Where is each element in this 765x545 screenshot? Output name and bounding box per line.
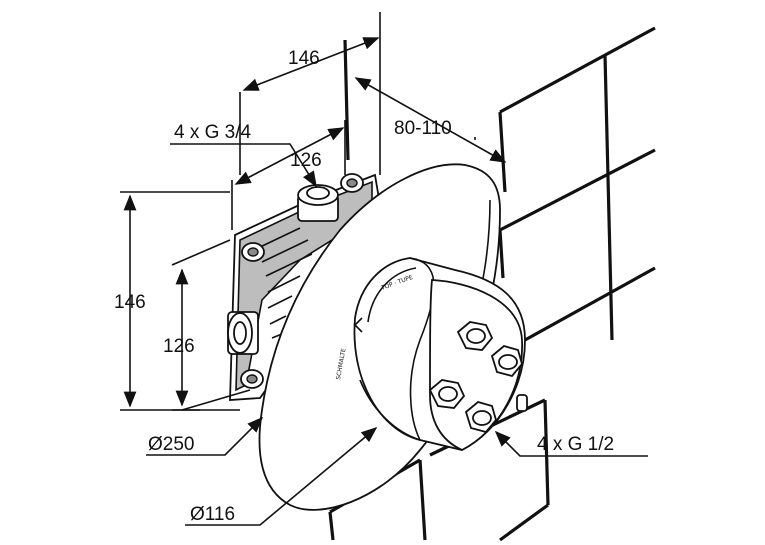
dim-threads-bottom: 4 x G 1/2 (537, 434, 614, 455)
dim-top-width: 146 (288, 48, 320, 69)
dim-body-diameter: Ø116 (190, 504, 235, 525)
cylinder-body: TOP · TUPE SCHMALTE (335, 257, 528, 452)
dim-left-height: 146 (114, 292, 146, 313)
dimension-lines (120, 12, 648, 526)
dim-plate-diameter: Ø250 (148, 434, 194, 455)
dim-wall-depth: 80-110 (394, 118, 452, 139)
dim-inner-height: 126 (163, 336, 195, 357)
valve-nuts (428, 321, 528, 434)
dim-inner-width: 126 (290, 150, 322, 171)
dim-threads-top: 4 x G 3/4 (174, 122, 252, 143)
